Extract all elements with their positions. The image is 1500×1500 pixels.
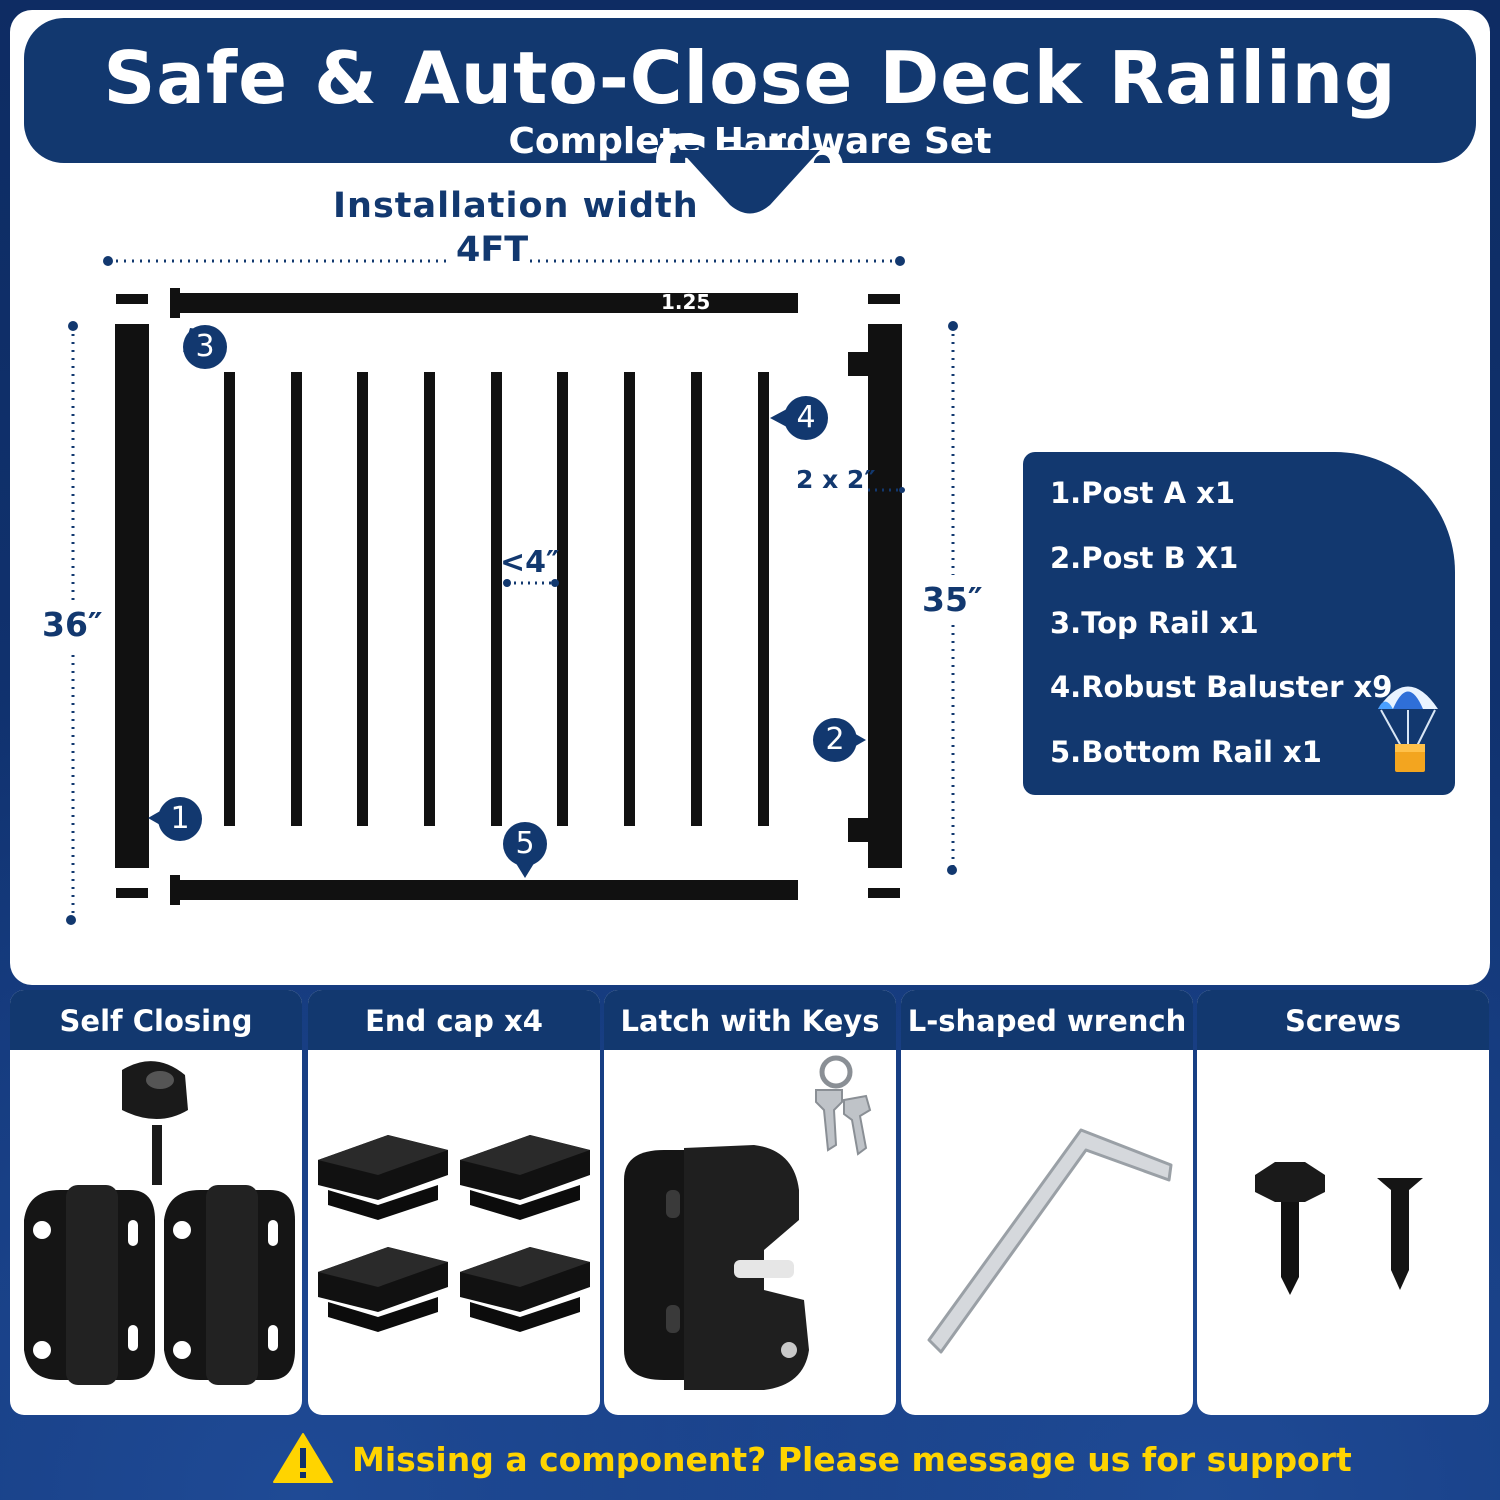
rail-thickness-label: 1.25: [661, 290, 711, 314]
hardware-card-screws: Screws: [1197, 990, 1489, 1415]
hardware-card-title: L-shaped wrench: [901, 990, 1193, 1050]
hardware-card-hinge: Self Closing Hinge: [10, 990, 302, 1415]
hardware-card-latch: Latch with Keys: [604, 990, 896, 1415]
hardware-card-title: Screws: [1197, 990, 1489, 1050]
warning-icon: [273, 1433, 333, 1483]
callout-2: 2: [813, 718, 857, 762]
callout-1: 1: [158, 797, 202, 841]
hinge-icon: [24, 1061, 295, 1385]
baluster-gap-label: <4″: [500, 545, 560, 580]
installation-width-label: Installation width: [333, 186, 699, 226]
parts-list-item: 4.Robust Baluster x9: [1050, 670, 1393, 704]
end-cap-icon: [318, 1135, 590, 1332]
gate-diagram: [66, 256, 958, 925]
parts-list-item: 3.Top Rail x1: [1050, 606, 1259, 640]
left-height-label: 36″: [42, 605, 103, 644]
screw-icon: [1255, 1162, 1423, 1295]
support-message: Missing a component? Please message us f…: [352, 1440, 1352, 1479]
latch-icon: [624, 1055, 872, 1390]
parachute-delivery-icon: [1378, 686, 1438, 772]
right-height-label: 35″: [922, 580, 983, 619]
parts-list-item: 5.Bottom Rail x1: [1050, 735, 1322, 769]
width-dimension-label: 4FT: [456, 230, 529, 270]
callout-3: 3: [183, 325, 227, 369]
banner-notch: [680, 150, 820, 214]
post-size-label: 2 x 2″: [796, 465, 876, 494]
hardware-card-title: End cap x4: [308, 990, 600, 1050]
hardware-card-title: Latch with Keys: [604, 990, 896, 1050]
parts-list: 1.Post A x1 2.Post B X1 3.Top Rail x1 4.…: [1023, 452, 1455, 795]
callout-5: 5: [503, 822, 547, 866]
parts-list-item: 2.Post B X1: [1050, 541, 1239, 575]
hardware-card-end-cap: End cap x4: [308, 990, 600, 1415]
parts-list-item: 1.Post A x1: [1050, 476, 1236, 510]
wrench-icon: [927, 1128, 1173, 1354]
callout-4: 4: [784, 396, 828, 440]
hardware-card-wrench: L-shaped wrench: [901, 990, 1193, 1415]
hardware-card-title: Self Closing Hinge: [10, 990, 302, 1100]
